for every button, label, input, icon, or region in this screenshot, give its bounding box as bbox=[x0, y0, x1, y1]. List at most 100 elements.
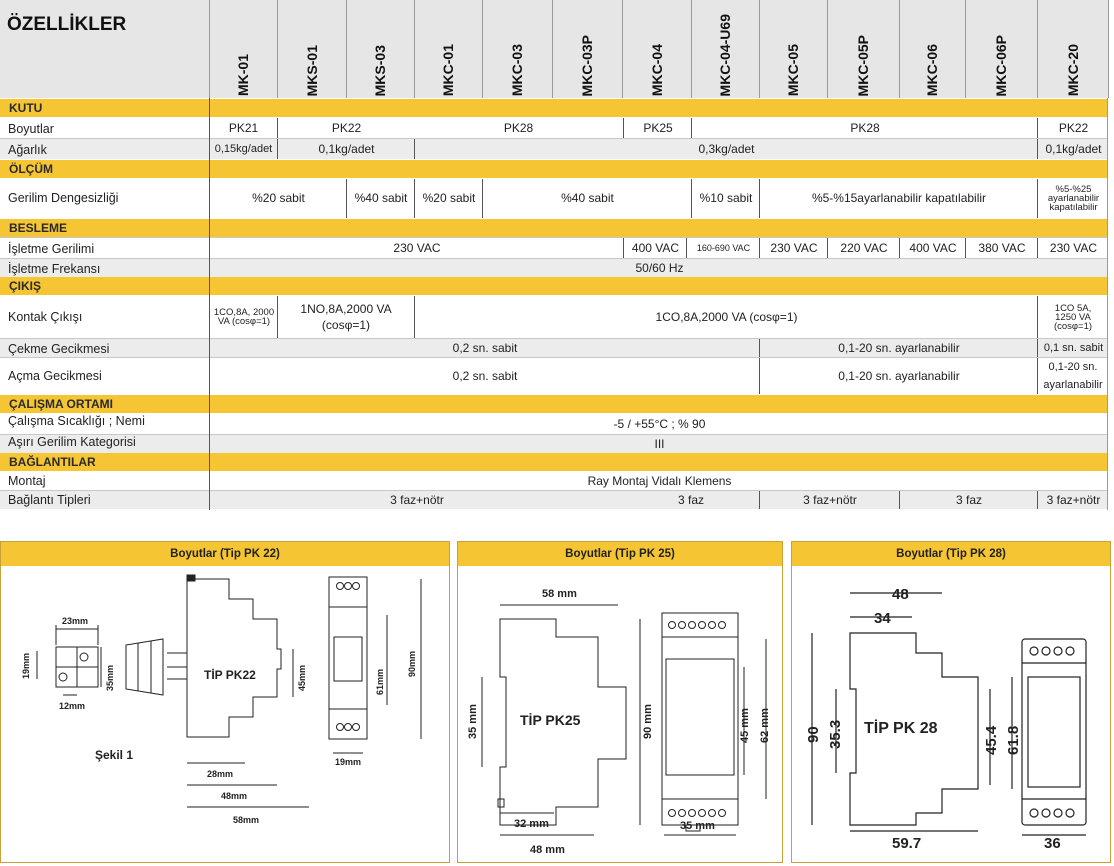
row-label: Montaj bbox=[8, 474, 46, 488]
table-cell: PK28 bbox=[503, 120, 534, 135]
row-baglanti-tipleri: Bağlantı Tipleri 3 faz+nötr 3 faz 3 faz+… bbox=[0, 491, 1108, 509]
row-label: Çalışma Sıcaklığı ; Nemi bbox=[8, 414, 145, 428]
dim-label: 90mm bbox=[407, 651, 417, 677]
table-cell: 230 VAC bbox=[759, 238, 828, 258]
table-cell: PK25 bbox=[623, 118, 692, 138]
dim-label: 59.7 bbox=[892, 835, 921, 852]
table-cell: 1CO,8A,2000 VA (cosφ=1) bbox=[414, 296, 1038, 338]
table-cell: 3 faz+nötr bbox=[759, 491, 900, 509]
table-cell: 0,2 sn. sabit bbox=[209, 339, 760, 357]
panel-pk28: Boyutlar (Tip PK 28) 48 34 90 35.3 45.4 … bbox=[791, 541, 1111, 863]
dim-label: 35 mm bbox=[680, 820, 715, 832]
table-cell: %5-%15ayarlanabilir kapatılabilir bbox=[759, 179, 1038, 218]
row-label: Ağarlık bbox=[8, 143, 47, 157]
table-cell: Ray Montaj Vidalı Klemens bbox=[209, 472, 1109, 490]
section-calisma: ÇALIŞMA ORTAMI bbox=[0, 395, 1108, 413]
panel-title: Boyutlar (Tip PK 22) bbox=[1, 542, 449, 566]
model-name: MKS-01 bbox=[303, 44, 320, 96]
model-name: MKC-03P bbox=[579, 34, 595, 96]
header-divider bbox=[1037, 0, 1038, 98]
header-divider bbox=[209, 0, 210, 98]
model-name: MKC-06 bbox=[924, 43, 940, 96]
model-name: MKC-06P bbox=[993, 34, 1009, 96]
dim-label: 48 bbox=[892, 586, 909, 603]
panel-title: Boyutlar (Tip PK 25) bbox=[458, 542, 782, 566]
row-acma-gecikmesi: Açma Gecikmesi 0,2 sn. sabit 0,1-20 sn. … bbox=[0, 358, 1108, 394]
table-cell: PK22 bbox=[277, 118, 415, 138]
dim-label: 28mm bbox=[207, 769, 233, 779]
model-header: MKC-20 bbox=[1037, 2, 1108, 96]
section-baglantilar: BAĞLANTILAR bbox=[0, 453, 1108, 471]
row-label: Aşırı Gerilim Kategorisi bbox=[8, 435, 136, 449]
table-cell: PK22 bbox=[1037, 118, 1109, 138]
dim-label: 34 bbox=[874, 610, 891, 627]
header-divider bbox=[277, 0, 278, 98]
table-cell: %40 sabit bbox=[482, 179, 692, 218]
label-column-divider bbox=[209, 98, 210, 510]
row-gerilim-dengesizligi: Gerilim Dengesizliği %20 sabit %40 sabit… bbox=[0, 179, 1108, 218]
table-cell: 1NO,8A,2000 VA (cosφ=1) bbox=[277, 296, 414, 338]
header-divider bbox=[346, 0, 347, 98]
panel-pk25: Boyutlar (Tip PK 25) 58 mm 35 mm 90 mm bbox=[457, 541, 783, 863]
pk28-dimension-drawing: 48 34 90 35.3 45.4 61.8 59.7 36 TİP PK 2… bbox=[805, 586, 1087, 852]
header-divider bbox=[414, 0, 415, 98]
dim-label: 19mm bbox=[335, 757, 361, 767]
row-cekme-gecikmesi: Çekme Gecikmesi 0,2 sn. sabit 0,1-20 sn.… bbox=[0, 339, 1108, 357]
model-header: MKC-06 bbox=[899, 2, 965, 96]
model-name: MKC-20 bbox=[1064, 43, 1081, 96]
table-cell: 50/60 Hz bbox=[209, 259, 1109, 277]
header-divider bbox=[482, 0, 483, 98]
page-title: ÖZELLİKLER bbox=[7, 14, 127, 35]
row-label: Boyutlar bbox=[8, 122, 54, 136]
dim-label: 32 mm bbox=[514, 818, 549, 830]
table-cell: PK28 bbox=[691, 118, 1038, 138]
dim-label: 58 mm bbox=[542, 588, 577, 600]
table-cell: %10 sabit bbox=[691, 179, 760, 218]
table-cell: 0,15kg/adet bbox=[209, 139, 277, 159]
figure-label: Şekil 1 bbox=[95, 748, 133, 762]
dim-label: 19mm bbox=[21, 653, 31, 679]
table-cell: PK21 bbox=[209, 118, 277, 138]
row-asiri-gerilim: Aşırı Gerilim Kategorisi III bbox=[0, 435, 1108, 453]
section-label: KUTU bbox=[9, 101, 43, 115]
dim-label: 35 mm bbox=[467, 704, 479, 739]
model-name: MKC-03 bbox=[509, 43, 525, 96]
row-divider bbox=[0, 357, 1108, 358]
model-header: MKC-03P bbox=[552, 2, 622, 96]
model-header: MKC-03 bbox=[482, 2, 552, 96]
table-cell: 0,3kg/adet bbox=[414, 139, 1038, 159]
model-name: MKC-01 bbox=[440, 43, 456, 96]
dim-label: 35.3 bbox=[827, 720, 844, 749]
header-divider bbox=[827, 0, 828, 98]
header-divider bbox=[691, 0, 692, 98]
table-cell: 1CO 5A, 1250 VA (cosφ=1) bbox=[1037, 296, 1108, 338]
table-cell: 400 VAC bbox=[899, 238, 966, 258]
model-header: MKS-01 bbox=[277, 2, 346, 96]
row-boyutlar: Boyutlar PK21 PK22 PK28 PK25 PK28 PK22 bbox=[0, 118, 1108, 138]
model-header: MKC-04-U69 bbox=[691, 2, 759, 96]
model-header: MKC-01 bbox=[414, 2, 482, 96]
header-divider bbox=[552, 0, 553, 98]
model-name: MKC-05 bbox=[785, 43, 801, 96]
pk22-dimension-drawing: 23mm 19mm 35mm 12mm 45mm 61mm 90mm 28mm … bbox=[21, 574, 422, 825]
model-header: MKC-05 bbox=[759, 2, 827, 96]
header-divider bbox=[759, 0, 760, 98]
section-label: ÇIKIŞ bbox=[9, 279, 42, 293]
section-kutu: KUTU bbox=[0, 99, 1108, 117]
model-header: MKC-06P bbox=[965, 2, 1037, 96]
model-name: MK-01 bbox=[235, 53, 251, 96]
row-divider bbox=[0, 338, 1108, 339]
row-divider bbox=[0, 258, 1108, 259]
dim-label: 45.4 bbox=[983, 725, 1000, 755]
device-label: TİP PK25 bbox=[520, 712, 581, 728]
table-cell: 0,1 sn. sabit bbox=[1037, 339, 1109, 357]
table-cell: 230 VAC bbox=[209, 238, 624, 258]
section-label: BESLEME bbox=[9, 221, 68, 235]
dim-label: 45mm bbox=[297, 665, 307, 691]
table-cell: 1CO,8A, 2000 VA (cosφ=1) bbox=[209, 296, 278, 338]
pk25-dimension-drawing: 58 mm 35 mm 90 mm 45 mm 62 mm 32 mm 48 m… bbox=[467, 588, 771, 856]
row-label: Gerilim Dengesizliği bbox=[8, 191, 119, 205]
dim-label: 35mm bbox=[105, 665, 115, 691]
dim-label: 12mm bbox=[59, 701, 85, 711]
header-divider bbox=[622, 0, 623, 98]
